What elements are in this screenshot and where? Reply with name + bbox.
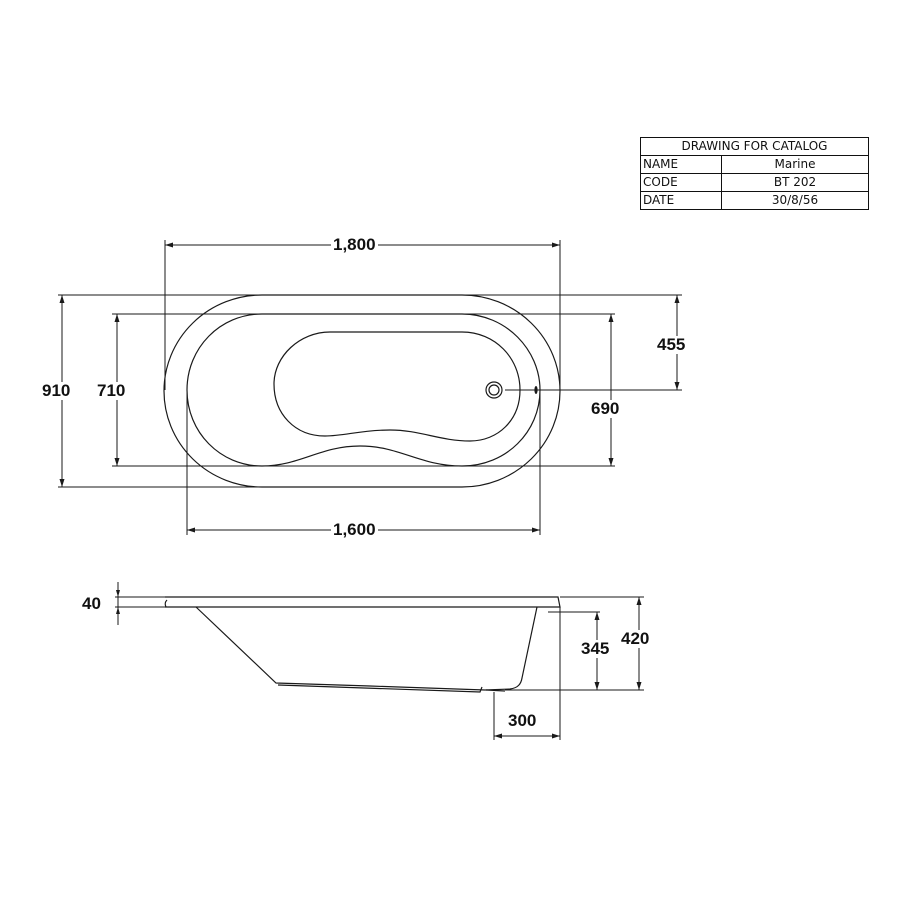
dim-label-rim-thickness: 40 (80, 594, 103, 613)
title-block-row-code: CODE BT 202 (640, 173, 869, 192)
dim-label-inner-length: 1,600 (331, 520, 378, 539)
drain-inner-ring-icon (488, 384, 500, 396)
dim-label-inner-width-right: 690 (589, 399, 622, 418)
dim-label-overall-width: 910 (40, 381, 73, 400)
dim-label-basin-depth: 345 (579, 639, 612, 658)
dim-label-drain-offset: 455 (655, 335, 688, 354)
drain-outer-ring-icon (485, 381, 503, 399)
title-block-value: 30/8/56 (721, 191, 869, 210)
side-rim-outline (165, 596, 561, 608)
dim-label-overall-height: 420 (619, 629, 652, 648)
side-view (115, 582, 644, 740)
dim-label-overall-length: 1,800 (331, 235, 378, 254)
inner-rim-outline (186, 313, 541, 467)
basin-outline (273, 331, 521, 442)
side-body-outline (195, 606, 538, 691)
title-block-table: DRAWING FOR CATALOG NAME Marine CODE BT … (640, 137, 869, 210)
top-view (58, 240, 682, 535)
title-block-key: DATE (640, 191, 722, 210)
dim-label-drain-setback: 300 (506, 711, 539, 730)
title-block-value: BT 202 (721, 173, 869, 192)
title-block-row-date: DATE 30/8/56 (640, 191, 869, 210)
dim-label-inner-width-left: 710 (95, 381, 128, 400)
